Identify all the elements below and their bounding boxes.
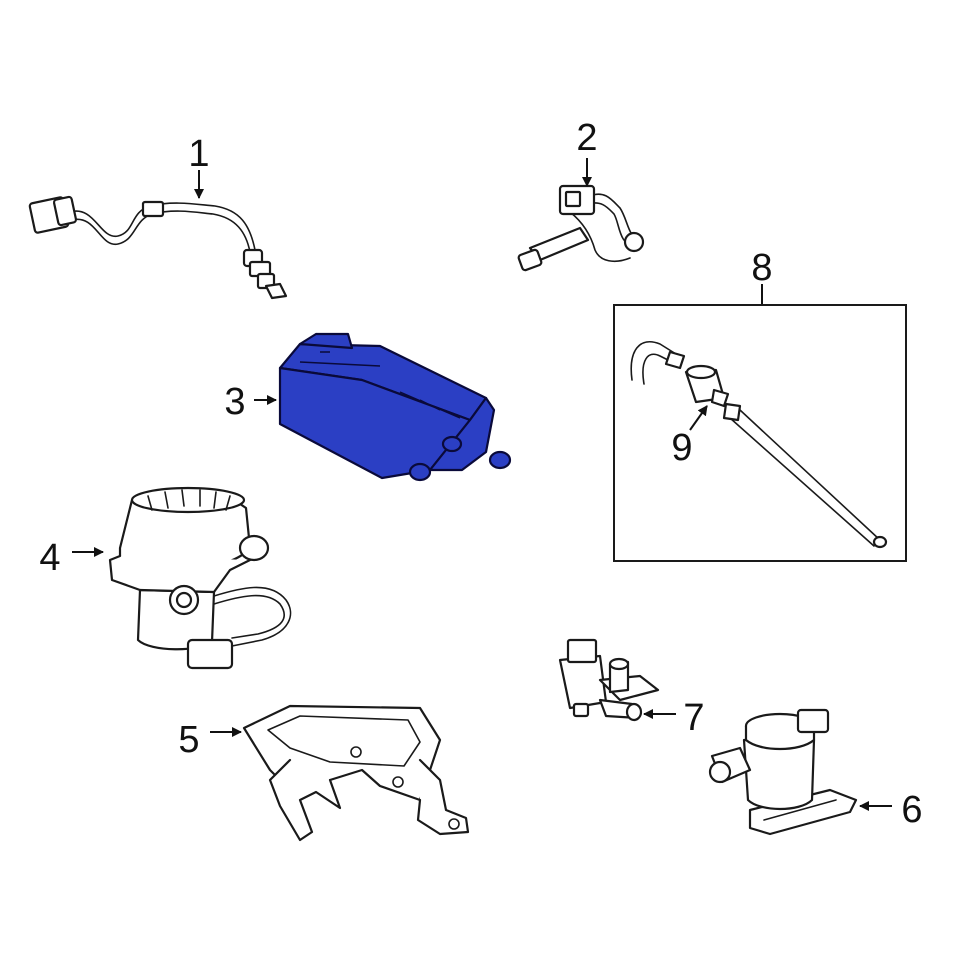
part-7-vsv[interactable] bbox=[558, 638, 660, 722]
callout-8: 8 bbox=[751, 247, 772, 289]
part-6-air-valve[interactable] bbox=[708, 708, 858, 836]
canister-port-right bbox=[488, 450, 512, 470]
canister-port-mid bbox=[441, 435, 463, 453]
canister-port-left bbox=[408, 462, 432, 482]
callout-9: 9 bbox=[671, 427, 692, 469]
part-3-charcoal-canister[interactable] bbox=[278, 332, 512, 482]
callout-1: 1 bbox=[188, 133, 209, 175]
part-5-bracket[interactable] bbox=[242, 704, 470, 842]
part-9-check-valve[interactable] bbox=[684, 364, 730, 408]
callout-5: 5 bbox=[178, 719, 199, 761]
part-8-hose-kit[interactable] bbox=[630, 341, 888, 549]
part-2-oxygen-sensor[interactable] bbox=[517, 184, 645, 272]
callout-2: 2 bbox=[576, 117, 597, 159]
callout-4: 4 bbox=[39, 537, 60, 579]
canister-bracket bbox=[298, 332, 354, 350]
callout-7: 7 bbox=[683, 697, 704, 739]
callout-6: 6 bbox=[901, 789, 922, 831]
callout-3: 3 bbox=[224, 381, 245, 423]
part-4-air-pump[interactable] bbox=[108, 486, 292, 670]
part-1-oxygen-sensor[interactable] bbox=[28, 195, 288, 300]
